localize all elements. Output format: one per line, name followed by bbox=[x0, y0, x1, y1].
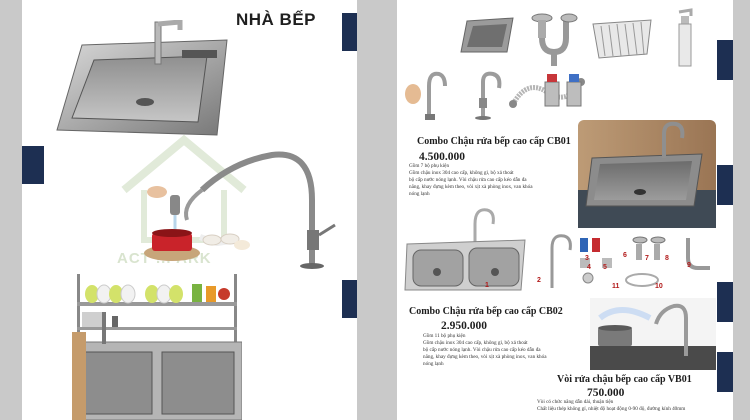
right-page: Combo Chậu rửa bếp cao cấp CB01 4.500.00… bbox=[397, 0, 733, 420]
combo1-desc-line: Gồm 7 bộ phụ kiện bbox=[409, 163, 450, 169]
navy-tab-right-bottom bbox=[717, 282, 733, 322]
accessory-number: 2 bbox=[537, 277, 541, 284]
faucet-vb01-photo bbox=[590, 298, 716, 370]
combo2-price: 2.950.000 bbox=[441, 320, 487, 332]
accessory-number: 7 bbox=[645, 255, 649, 262]
navy-tab-bottom-right bbox=[342, 280, 357, 318]
combo2-desc-line: Gồm chậu inox 304 cao cấp, không gỉ, bộ … bbox=[423, 340, 528, 346]
faucet-price: 750.000 bbox=[587, 387, 625, 399]
accessory-number: 4 bbox=[587, 264, 591, 271]
accessory-number: 3 bbox=[585, 255, 589, 262]
combo1-title: Combo Chậu rửa bếp cao cấp CB01 bbox=[417, 136, 571, 147]
left-page: NHÀ BẾP ACT ... ARK bbox=[22, 0, 357, 420]
accessory-number: 11 bbox=[612, 283, 620, 290]
accessory-number: 6 bbox=[623, 252, 627, 259]
faucet-title: Vòi rửa chậu bếp cao cấp VB01 bbox=[557, 374, 692, 385]
combo2-description: Gồm 11 bộ phụ kiện Gồm chậu inox 304 cao… bbox=[423, 333, 547, 368]
combo2-desc-line: Gồm 11 bộ phụ kiện bbox=[423, 333, 466, 339]
combo1-desc-line: bộ cấp nước nóng lạnh. Vòi chậu rửa cao … bbox=[409, 177, 527, 183]
pot-and-bowls-image bbox=[144, 229, 250, 261]
navy-tab-right-middle bbox=[717, 165, 733, 205]
pull-out-faucet-image bbox=[147, 151, 336, 269]
accessory-number: 8 bbox=[665, 255, 669, 262]
accessory-number: 10 bbox=[655, 283, 663, 290]
combo1-price: 4.500.000 bbox=[419, 151, 465, 163]
combo1-desc-line: Gồm chậu inox 304 cao cấp, không gỉ, bộ … bbox=[409, 170, 514, 176]
combo2-desc-line: bộ cấp nước nóng lạnh. Vòi chậu rửa cao … bbox=[423, 347, 541, 353]
combo1-desc-line: năng, khay đựng kèm theo, vòi xịt xà phò… bbox=[409, 184, 533, 190]
sink-top-image bbox=[56, 20, 228, 136]
faucet-hand-image bbox=[405, 71, 447, 120]
combo2-title: Combo Chậu rửa bếp cao cấp CB02 bbox=[409, 306, 563, 317]
navy-tab-right-top bbox=[717, 40, 733, 80]
faucet-desc-line: Vòi có chức năng dẫn dài, thuận tiện bbox=[537, 399, 614, 405]
faucet-desc-line: Chất liệu thép không gỉ, nhiệt độ hoạt đ… bbox=[537, 406, 686, 412]
navy-tab-right-lower bbox=[717, 352, 733, 392]
combo1-desc-line: nóng lạnh bbox=[409, 191, 430, 197]
combo2-desc-line: năng, khay đựng kèm theo, vòi xịt xà phò… bbox=[423, 354, 547, 360]
drying-rack-image bbox=[592, 19, 652, 59]
combo1-description: Gồm 7 bộ phụ kiện Gồm chậu inox 304 cao … bbox=[409, 163, 533, 198]
accessory-number: 9 bbox=[687, 262, 691, 269]
faucet-single-image bbox=[475, 71, 502, 120]
combo2-accessories-image bbox=[550, 234, 710, 288]
soap-dispenser-image bbox=[678, 8, 693, 67]
drain-kit-image bbox=[531, 13, 578, 66]
accessory-number: 1 bbox=[485, 282, 489, 289]
accessory-number: 5 bbox=[603, 264, 607, 271]
double-sink-image bbox=[404, 208, 526, 291]
page-title: NHÀ BẾP bbox=[236, 10, 317, 29]
angle-valves-image bbox=[544, 74, 582, 107]
navy-tab-top-right bbox=[342, 13, 357, 51]
combo2-desc-line: nóng lạnh bbox=[423, 361, 444, 367]
dish-rack-sink-image bbox=[72, 274, 242, 420]
combo1-sink-photo bbox=[578, 120, 716, 228]
small-sink-image bbox=[460, 17, 514, 53]
faucet-description: Vòi có chức năng dẫn dài, thuận tiện Chấ… bbox=[537, 399, 685, 413]
navy-tab-middle-left bbox=[22, 146, 44, 184]
